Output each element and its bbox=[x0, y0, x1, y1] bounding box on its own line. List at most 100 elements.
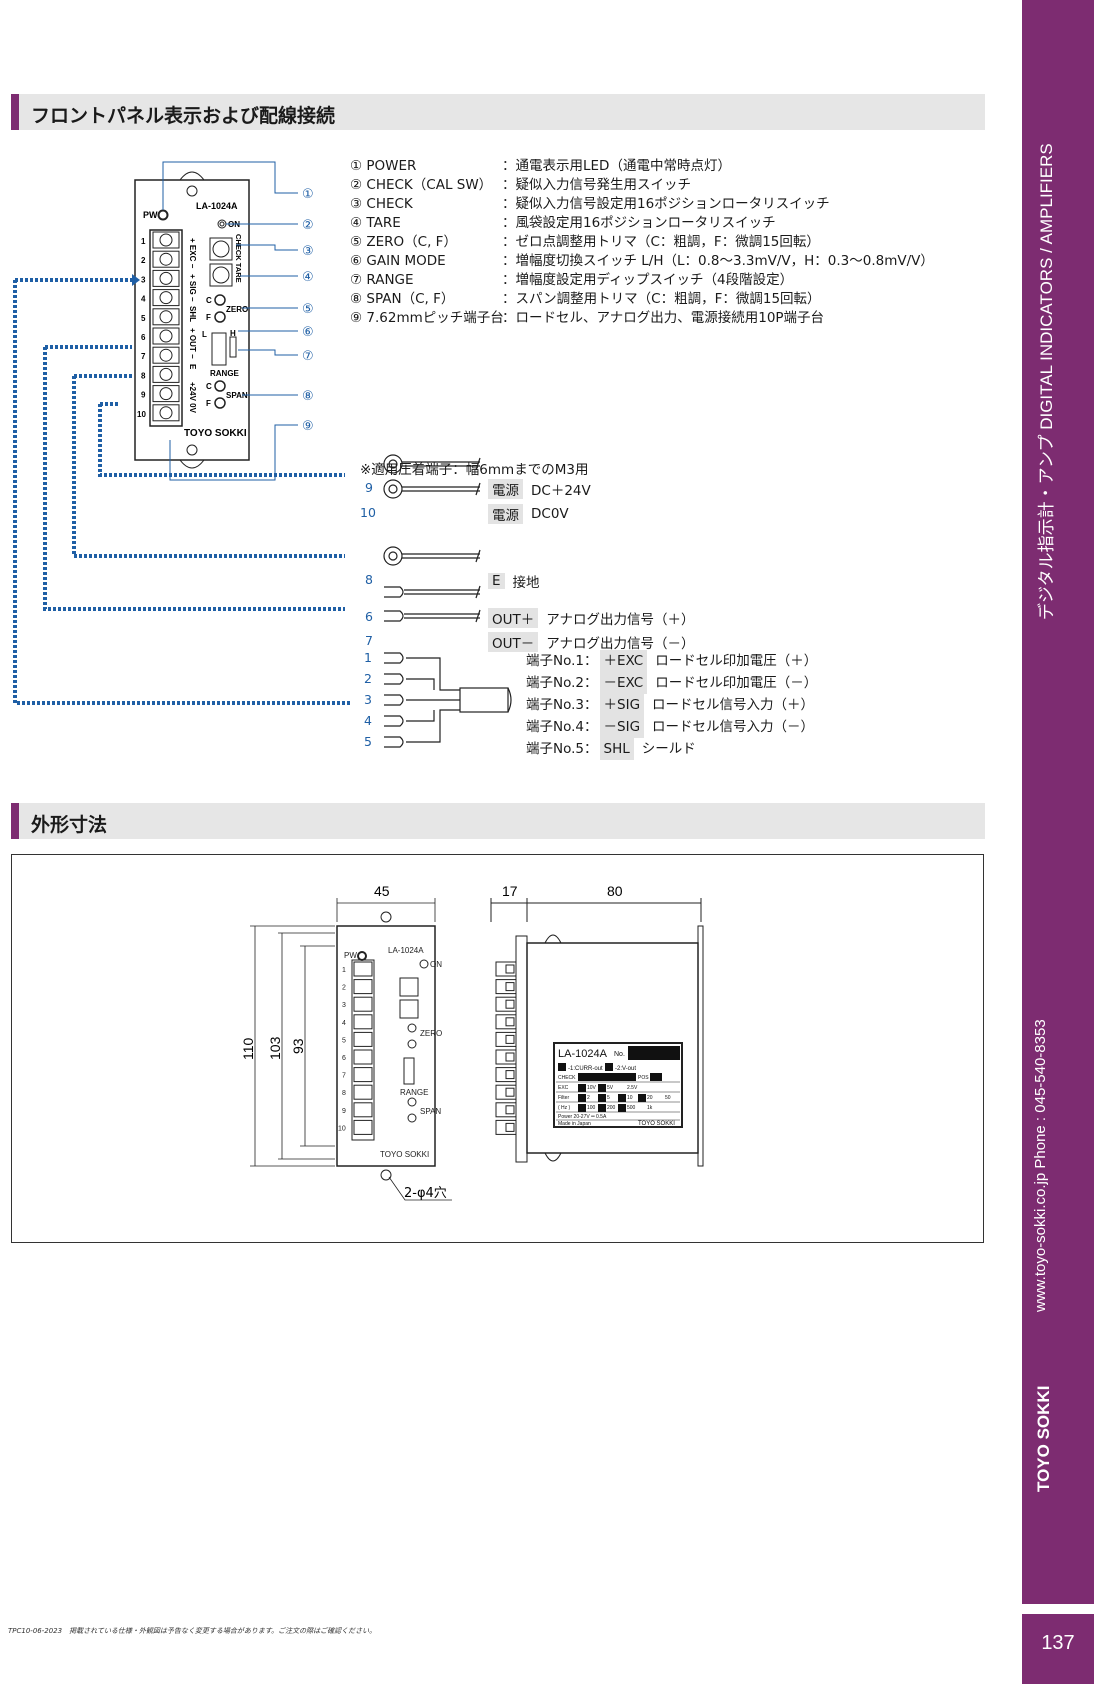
side-view bbox=[490, 898, 704, 1167]
screw-head-icon bbox=[159, 252, 173, 266]
span-label: SPAN bbox=[226, 391, 248, 400]
terminal-screw-icon bbox=[152, 231, 180, 249]
side-terminal-screw-icon bbox=[505, 964, 515, 974]
legend-label: ② CHECK（CAL SW） bbox=[350, 177, 493, 193]
callout-number: ① bbox=[302, 187, 314, 202]
dim-brand-label: TOYO SOKKI bbox=[380, 1150, 429, 1159]
legend-item: ⑨ 7.62mmピッチ端子台：ロードセル、アナログ出力、電源接続用10P端子台 bbox=[350, 309, 934, 328]
out-group-label: + OUT − bbox=[188, 328, 197, 359]
side-terminal-screw-icon bbox=[505, 999, 515, 1009]
label-pos: POS bbox=[638, 1075, 649, 1081]
loadcell-prefix: 端子No.4： bbox=[526, 719, 598, 735]
dim-hole-note: 2-φ4穴 bbox=[404, 1186, 447, 1201]
component-legend: ① POWER ：通電表示用LED（通電中常時点灯） ② CHECK（CAL SW）… bbox=[350, 157, 934, 328]
section-header-front-panel: フロントパネル表示および配線接続 bbox=[11, 94, 985, 130]
legend-desc: ：通電表示用LED（通電中常時点灯） bbox=[502, 158, 731, 174]
legend-desc: ：疑似入力信号設定用16ポジションロータリスイッチ bbox=[502, 196, 830, 212]
side-terminal-screw-icon bbox=[505, 1070, 515, 1080]
callout-number: ⑧ bbox=[302, 389, 314, 404]
routing-dotted-lines bbox=[13, 278, 352, 705]
legend-label: ④ TARE bbox=[350, 215, 401, 231]
range-dip-icon bbox=[211, 332, 227, 366]
terminal-screw-icon bbox=[152, 327, 180, 345]
side-terminal-screw-icon bbox=[505, 982, 515, 992]
screw-head-icon bbox=[159, 271, 173, 285]
legend-label: ⑦ RANGE bbox=[350, 272, 414, 288]
legend-item: ② CHECK（CAL SW）：疑似入力信号発生用スイッチ bbox=[350, 176, 934, 195]
callout-number: ③ bbox=[302, 244, 314, 259]
ring-terminals bbox=[383, 454, 481, 566]
wire-label: OUT＋アナログ出力信号（＋） bbox=[488, 608, 695, 628]
wire-terminal-number: 7 bbox=[365, 633, 373, 648]
loadcell-tag: －SIG bbox=[599, 716, 645, 738]
loadcell-cable bbox=[384, 652, 512, 748]
wire-terminal-number: 10 bbox=[360, 505, 376, 520]
dim-terminal-number: 3 bbox=[342, 1002, 346, 1009]
dim-depth-lip: 17 bbox=[502, 883, 518, 899]
legend-label: ① POWER bbox=[350, 158, 417, 174]
label-exc-25v: 2.5V bbox=[627, 1085, 638, 1091]
side-terminal-icon bbox=[495, 979, 517, 995]
terminal-number: 4 bbox=[141, 295, 146, 304]
loadcell-desc: ロードセル印加電圧（－） bbox=[655, 675, 818, 691]
dim-terminal-number: 6 bbox=[342, 1055, 346, 1062]
fork-terminals bbox=[384, 585, 481, 623]
label-opt1: -1:CURR-out bbox=[568, 1066, 603, 1072]
loadcell-terminal-number: 2 bbox=[364, 671, 372, 686]
panel-model: LA-1024A bbox=[196, 201, 238, 211]
dim-width-front: 45 bbox=[374, 883, 390, 899]
legend-label: ⑨ 7.62mmピッチ端子台 bbox=[350, 310, 504, 326]
screw-head-icon bbox=[159, 291, 173, 305]
front-dim-lines bbox=[250, 898, 452, 1201]
legend-item: ⑦ RANGE ：増幅度設定用ディップスイッチ（4段階設定） bbox=[350, 271, 934, 290]
terminal-number: 2 bbox=[141, 256, 146, 265]
callout-number: ⑤ bbox=[302, 302, 314, 317]
wire-tag: OUT＋ bbox=[488, 608, 539, 628]
side-terminal-icon bbox=[495, 961, 517, 977]
span-f-label: F bbox=[206, 399, 211, 408]
sidebar-contact: www.toyo-sokki.co.jp Phone : 045-540-835… bbox=[1032, 1019, 1049, 1312]
side-terminal-icon bbox=[495, 1102, 517, 1118]
loadcell-row: 端子No.4：－SIG ロードセル信号入力（－） bbox=[526, 716, 817, 738]
terminal-number: 3 bbox=[141, 275, 146, 284]
dimensions-frame bbox=[11, 854, 984, 1243]
terminal-screw-icon bbox=[152, 250, 180, 268]
dim-terminal-icon bbox=[353, 996, 373, 1012]
side-product-label bbox=[553, 1042, 683, 1128]
loadcell-tag: SHL bbox=[599, 738, 634, 760]
label-exc: EXC bbox=[558, 1085, 569, 1091]
tare-rotary-icon bbox=[212, 266, 230, 284]
loadcell-desc: シールド bbox=[641, 741, 696, 757]
label-filter-20: 20 bbox=[647, 1095, 653, 1101]
loadcell-desc: ロードセル信号入力（－） bbox=[652, 719, 815, 735]
dim-terminal-icon bbox=[353, 1067, 373, 1083]
dim-height-total: 110 bbox=[240, 1037, 256, 1060]
dim-terminal-icon bbox=[353, 1031, 373, 1047]
legend-label: ⑧ SPAN（C, F） bbox=[350, 291, 455, 307]
terminal-screw-icon bbox=[152, 308, 180, 326]
label-hz-200: 200 bbox=[607, 1105, 616, 1111]
wire-terminal-number: 6 bbox=[365, 609, 373, 624]
dim-terminal-number: 7 bbox=[342, 1073, 346, 1080]
legend-desc: ：スパン調整用トリマ（C：粗調，F：微調15回転） bbox=[502, 291, 821, 307]
legend-desc: ：ゼロ点調整用トリマ（C：粗調，F：微調15回転） bbox=[502, 234, 820, 250]
label-exc-5v: 5V bbox=[607, 1085, 614, 1091]
dim-on-label: ON bbox=[430, 960, 442, 969]
dim-terminal-number: 9 bbox=[342, 1108, 346, 1115]
gain-l-label: L bbox=[202, 330, 207, 339]
label-model: LA-1024A bbox=[558, 1048, 608, 1060]
exc-group-label: + EXC − bbox=[188, 238, 197, 269]
terminal-number: 8 bbox=[141, 371, 146, 380]
legend-item: ⑥ GAIN MODE：増幅度切換スイッチ L/H（L：0.8～3.3mV/V，… bbox=[350, 252, 934, 271]
wire-tag: 電源 bbox=[488, 479, 523, 499]
span-f-trimmer-icon bbox=[214, 397, 226, 409]
zero-c-trimmer-icon bbox=[214, 294, 226, 306]
page-number: 137 bbox=[1041, 1632, 1075, 1654]
legend-desc: ：増幅度設定用ディップスイッチ（4段階設定） bbox=[502, 272, 794, 288]
label-opt2: -2:V-out bbox=[615, 1066, 636, 1072]
section-title: 外形寸法 bbox=[31, 814, 108, 836]
legend-desc: ：ロードセル、アナログ出力、電源接続用10P端子台 bbox=[502, 310, 825, 326]
